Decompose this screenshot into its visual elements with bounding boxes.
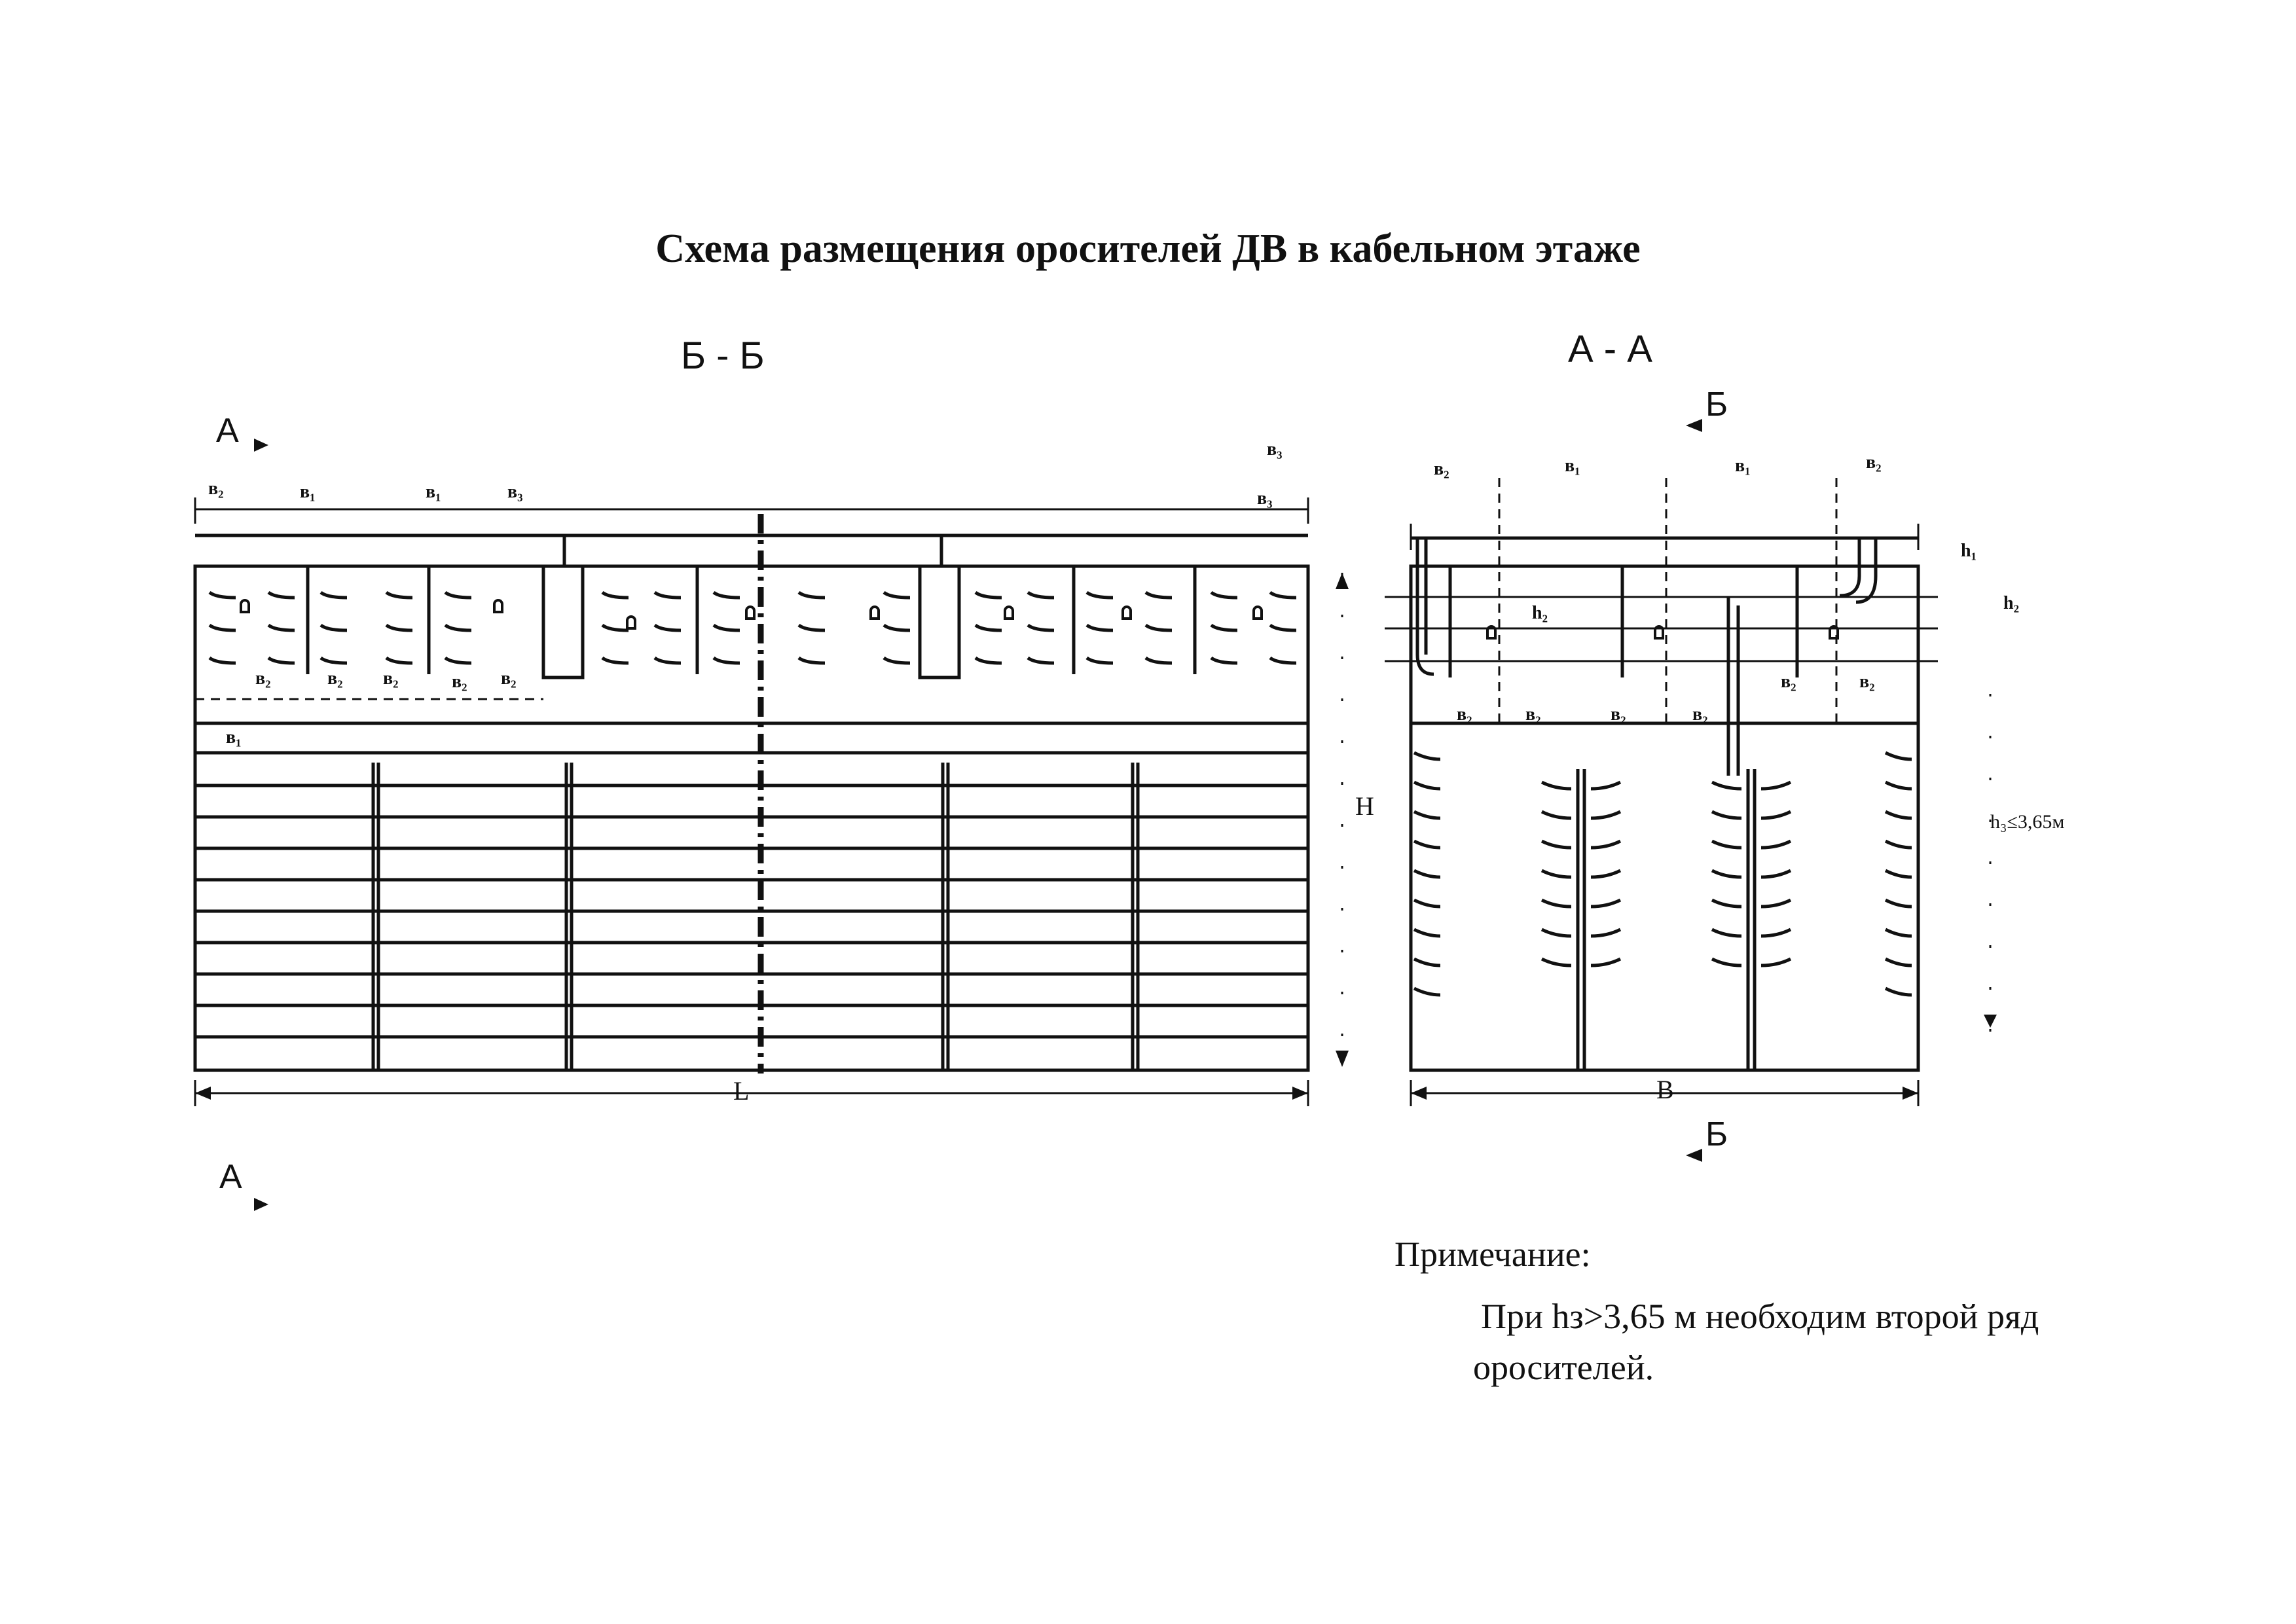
dim-b1-label: в₁ [300, 482, 316, 502]
dim-b2-label: в₂ [452, 672, 467, 692]
dim-b1-label: в₁ [1565, 456, 1580, 476]
section-aa-title: А - А [1568, 328, 1652, 370]
dim-b2-label: в₂ [1781, 672, 1796, 692]
page-title: Схема размещения оросителей ДВ в кабельн… [655, 226, 1641, 271]
section-aa-frame [1385, 478, 1992, 1106]
dim-b3-label: в₃ [507, 482, 523, 502]
dim-b3-label: в₃ [1267, 439, 1283, 460]
dim-b2-label: в₂ [208, 478, 224, 499]
dim-b2-label: в₂ [501, 668, 517, 689]
note-line-1: При hз>3,65 м необходим второй ряд [1481, 1297, 2039, 1336]
dim-b2-label: в₂ [327, 668, 343, 689]
dim-b1-label: в₁ [426, 482, 441, 502]
width-label: B [1656, 1075, 1674, 1104]
dim-b2-label: в₂ [1525, 704, 1541, 725]
note-line-2: оросителей. [1473, 1348, 1654, 1387]
dim-b3-label: в₃ [1257, 488, 1273, 509]
section-bb-title: Б - Б [681, 334, 765, 377]
dim-b2-label: в₂ [1866, 452, 1882, 473]
section-bb-frame [193, 497, 1343, 1106]
dim-b2-label: в₂ [1434, 459, 1449, 479]
dim-b2-label: в₂ [255, 668, 271, 689]
dim-b1-label: в₁ [226, 727, 242, 748]
dim-b2-label: в₂ [1457, 704, 1472, 725]
height-label: H [1355, 791, 1374, 821]
dim-b2-label: в₂ [1611, 704, 1626, 725]
cut-label-a-bottom: А [219, 1158, 242, 1196]
dim-b2-label: в₂ [1859, 672, 1875, 692]
dim-b2-label: в₂ [383, 668, 399, 689]
dim-h2-label: h₂ [2003, 593, 2019, 613]
h3-label: h₃≤3,65м [1990, 811, 2064, 833]
cut-label-b-top: Б [1705, 386, 1728, 424]
note-heading: Примечание: [1394, 1235, 1591, 1274]
length-label: L [733, 1076, 749, 1106]
dim-h2-label: h₂ [1532, 603, 1548, 623]
dim-b1-label: в₁ [1735, 456, 1751, 476]
dim-b2-label: в₂ [1692, 704, 1708, 725]
cut-label-b-bottom: Б [1705, 1115, 1728, 1153]
dim-h1-label: h₁ [1961, 541, 1977, 561]
cut-label-a-top: А [216, 412, 239, 450]
